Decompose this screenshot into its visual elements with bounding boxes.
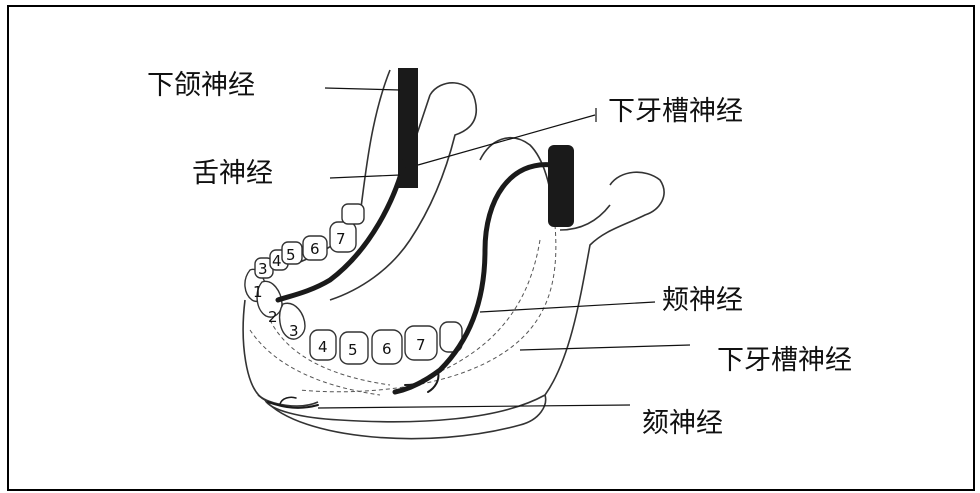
leader-mandibular — [325, 88, 400, 90]
tooth-outline — [342, 204, 364, 224]
tooth-number-left: 2 — [268, 308, 278, 326]
leader-mental — [318, 405, 630, 408]
tooth-number-left: 5 — [286, 246, 296, 264]
tooth-number-right: 4 — [318, 338, 328, 356]
label-mandibular-nerve: 下颌神经 — [147, 72, 255, 99]
tooth-number-left: 7 — [336, 230, 346, 248]
label-inferior-alveolar-nerve-top: 下牙槽神经 — [608, 98, 743, 125]
tooth-number-left: 3 — [258, 260, 268, 278]
teeth-group — [245, 204, 462, 364]
label-buccal-nerve: 颊神经 — [662, 287, 743, 314]
tooth-number-right: 5 — [348, 341, 358, 359]
leader-buccal — [480, 302, 655, 312]
tooth-number-left: 1 — [253, 283, 263, 301]
tooth-number-right: 7 — [416, 336, 426, 354]
label-inferior-alveolar-nerve-bottom: 下牙槽神经 — [717, 347, 852, 374]
leader-ian-bottom — [520, 345, 690, 350]
nerve-twig — [280, 397, 296, 404]
tooth-number-left: 4 — [272, 252, 282, 270]
ian-trunk — [548, 145, 574, 227]
label-lingual-nerve: 舌神经 — [192, 160, 273, 187]
tooth-number-right: 6 — [382, 340, 392, 358]
tooth-number-left: 6 — [310, 240, 320, 258]
tooth-number-left: 3 — [289, 322, 299, 340]
label-mental-nerve: 颏神经 — [642, 410, 723, 437]
